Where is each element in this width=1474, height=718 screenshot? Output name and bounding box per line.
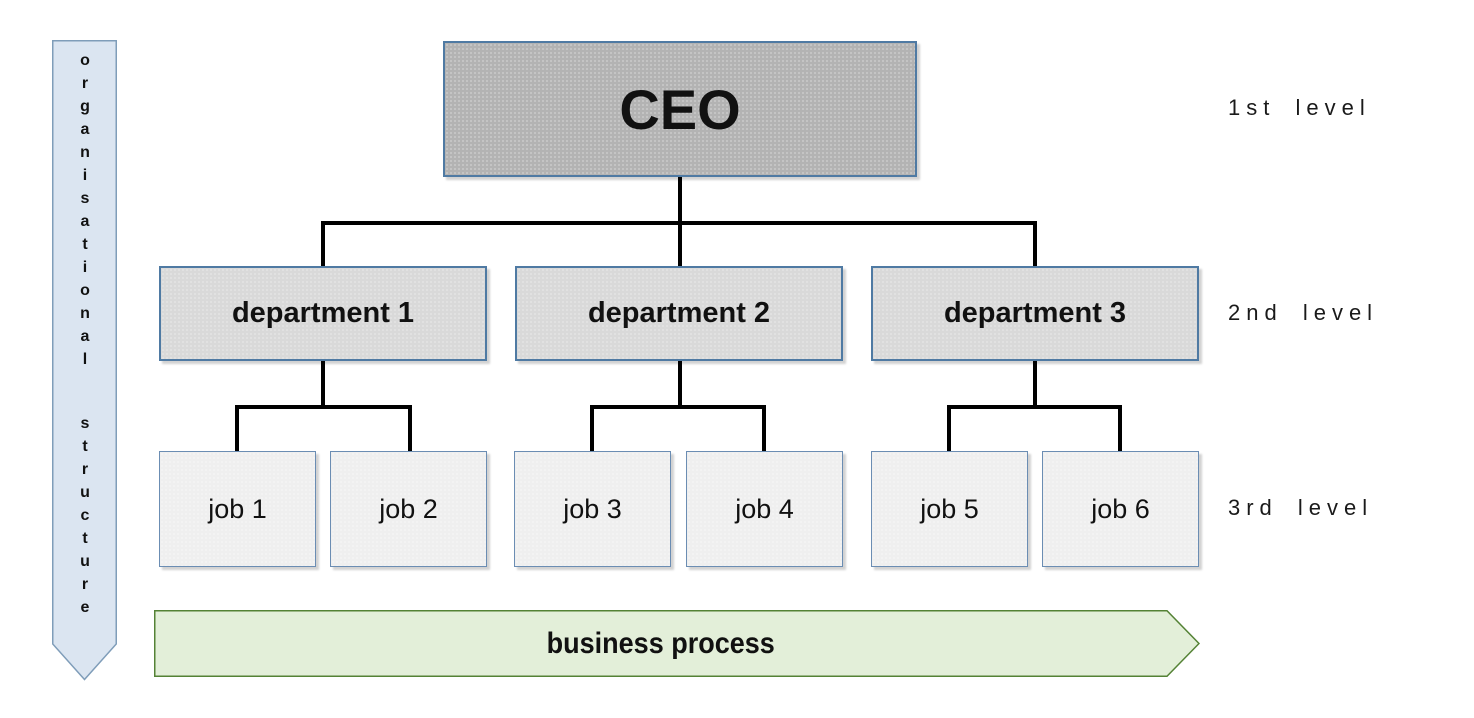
- ceo-label: CEO: [619, 77, 741, 141]
- connector-line: [1033, 361, 1037, 407]
- connector-line: [1118, 405, 1122, 451]
- job-1-label: job 1: [208, 493, 267, 524]
- connector-line: [678, 221, 682, 266]
- connector-line: [235, 405, 239, 451]
- job-2-node: job 2: [330, 451, 487, 567]
- business-process-label: business process: [546, 626, 775, 660]
- department-2-label: department 2: [587, 297, 771, 329]
- department-2-node: department 2: [515, 266, 843, 361]
- connector-line: [678, 361, 682, 407]
- level-2-label: 2nd level: [1228, 300, 1379, 325]
- connector-line: [321, 221, 325, 266]
- business-process-label-wrap: business process: [154, 610, 1167, 677]
- job-1-node: job 1: [159, 451, 316, 567]
- job-6-label: job 6: [1091, 493, 1150, 524]
- connector-line: [1033, 221, 1037, 266]
- organisational-structure-label: organisational structure: [76, 52, 94, 622]
- level-1-label: 1st level: [1228, 95, 1371, 120]
- job-6-node: job 6: [1042, 451, 1199, 567]
- organisational-structure-arrow: organisational structure: [52, 40, 117, 681]
- department-1-label: department 1: [231, 297, 415, 329]
- connector-line: [590, 405, 766, 409]
- connector-line: [762, 405, 766, 451]
- job-5-node: job 5: [871, 451, 1028, 567]
- connector-line: [678, 177, 682, 223]
- department-3-node: department 3: [871, 266, 1199, 361]
- job-2-label: job 2: [379, 493, 438, 524]
- level-3-label: 3rd level: [1228, 495, 1374, 520]
- down-arrow-shape-icon: [52, 40, 117, 681]
- job-3-label: job 3: [563, 493, 622, 524]
- connector-line: [590, 405, 594, 451]
- connector-line: [947, 405, 1122, 409]
- department-3-label: department 3: [943, 297, 1127, 329]
- job-4-label: job 4: [735, 493, 794, 524]
- job-5-label: job 5: [920, 493, 979, 524]
- business-process-arrow: business process: [154, 610, 1201, 677]
- department-1-node: department 1: [159, 266, 487, 361]
- connector-line: [947, 405, 951, 451]
- job-4-node: job 4: [686, 451, 843, 567]
- connector-line: [321, 361, 325, 407]
- ceo-node: CEO: [443, 41, 917, 177]
- connector-line: [235, 405, 412, 409]
- job-3-node: job 3: [514, 451, 671, 567]
- organisational-structure-label-wrap: organisational structure: [52, 52, 117, 622]
- right-arrow-shape-icon: [154, 610, 1201, 677]
- connector-line: [408, 405, 412, 451]
